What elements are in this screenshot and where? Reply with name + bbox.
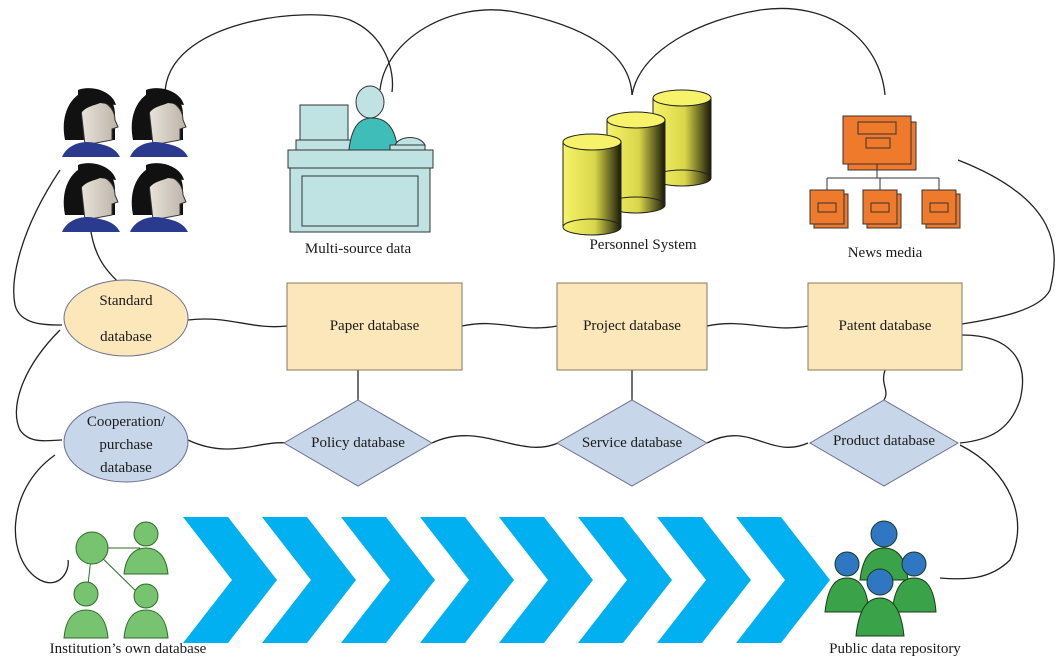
public-data-repository-label: Public data repository: [829, 641, 961, 657]
connector-paper-project: [461, 322, 558, 329]
database-cylinder-icon: [562, 89, 712, 236]
standard-database-ellipse: [63, 279, 189, 357]
connector-top-right: [631, 7, 886, 96]
connector-standard-paper: [187, 318, 288, 328]
chevron-arrow-icon: [341, 517, 435, 643]
connector-right-bottom: [939, 444, 1019, 580]
connector-lines: [13, 7, 1055, 584]
paper-database-box: [286, 282, 463, 371]
patent-database-box: [807, 282, 963, 371]
chevron-arrow-icon: [183, 517, 277, 643]
chevron-arrow-icon: [420, 517, 514, 643]
coop-database-ellipse: [63, 401, 189, 483]
product-database-label: Product database: [832, 433, 936, 449]
connector-patent-right: [959, 334, 1024, 444]
chevron-arrow-icon: [262, 517, 356, 643]
person-head-icon: [62, 88, 120, 157]
service-database-label: Service database: [581, 435, 683, 451]
person-head-icon: [62, 163, 120, 232]
connector-service-product: [706, 435, 809, 448]
policy-database-diamond: [283, 399, 433, 487]
chevron-arrow-icon: [499, 517, 593, 643]
paper-database-label: Paper database: [329, 318, 420, 334]
person-head-icon: [130, 163, 188, 232]
personnel-system-label: Personnel System: [589, 237, 697, 253]
connector-patent-product: [882, 369, 887, 401]
operator-workstation-icon: [287, 85, 434, 233]
chevron-arrow-icon: [736, 517, 830, 643]
chevron-arrow-icon: [578, 517, 672, 643]
coop-database-label-line3: database: [100, 460, 152, 476]
people-group-icon: [824, 520, 937, 637]
connector-policy-service: [431, 435, 559, 448]
users-group: [62, 88, 188, 232]
org-chart-icon: [809, 115, 961, 229]
coop-database-label-line2: purchase: [99, 437, 153, 453]
connector-top-left: [164, 14, 394, 96]
connector-left-loop: [13, 169, 63, 326]
connector-project-patent: [706, 322, 809, 329]
connector-coop-policy: [187, 439, 288, 450]
policy-database-label: Policy database: [311, 435, 405, 451]
connector-standard-coop: [15, 329, 63, 442]
chevron-arrow-row: [183, 517, 830, 643]
chevron-arrow-icon: [657, 517, 751, 643]
patent-database-label: Patent database: [838, 318, 932, 334]
people-network-icon: [63, 521, 169, 639]
service-database-diamond: [555, 399, 709, 487]
project-database-box: [556, 282, 708, 371]
multi-source-data-label: Multi-source data: [304, 241, 412, 257]
person-head-icon: [130, 88, 188, 157]
standard-database-label-line2: database: [100, 329, 152, 345]
connector-left-bottom: [14, 454, 69, 584]
connector-right-loop: [957, 159, 1055, 325]
institution-own-database-label: Institution’s own database: [49, 641, 207, 657]
project-database-label: Project database: [583, 318, 681, 334]
connector-top-middle: [379, 9, 633, 96]
product-database-diamond: [809, 399, 959, 487]
news-media-label: News media: [847, 245, 923, 261]
coop-database-label-line1: Cooperation/: [86, 414, 166, 430]
standard-database-label-line1: Standard: [99, 293, 153, 309]
